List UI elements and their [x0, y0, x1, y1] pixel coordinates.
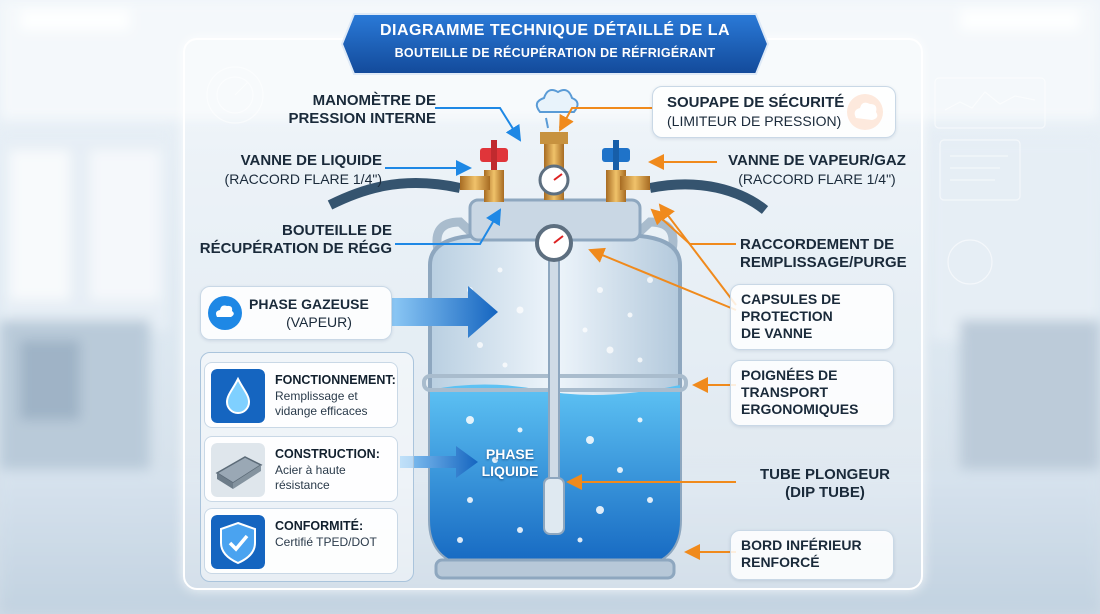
steel-plate-icon [211, 443, 265, 497]
shield-check-icon [211, 515, 265, 569]
label-pressure-gauge: MANOMÈTRE DE PRESSION INTERNE [288, 92, 436, 127]
liquid-phase-arrow [400, 446, 478, 478]
feature-fonctionnement: FONCTIONNEMENT: Remplissage et vidange e… [204, 362, 398, 428]
label-fill-purge: RACCORDEMENT DE REMPLISSAGE/PURGE [740, 236, 907, 271]
banner-shape [340, 13, 770, 75]
gas-cloud-icon [208, 296, 242, 330]
feature-construction: CONSTRUCTION: Acier à haute résistance [204, 436, 398, 502]
right-carry-handle [631, 217, 678, 251]
safety-valve-box: SOUPAPE DE SÉCURITÉ (LIMITEUR DE PRESSIO… [652, 86, 896, 138]
steam-cloud-icon [535, 89, 579, 113]
title-banner: DIAGRAMME TECHNIQUE DÉTAILLÉ DE LA BOUTE… [340, 12, 770, 76]
bottom-rim-box: BORD INFÉRIEUR RENFORCÉ [730, 530, 894, 580]
handles-box: POIGNÉES DE TRANSPORT ERGONOMIQUES [730, 360, 894, 426]
bubbles [457, 416, 653, 543]
label-dip-tube: TUBE PLONGEUR (DIP TUBE) [759, 466, 890, 501]
liquid-hose [327, 178, 462, 210]
water-drop-icon [211, 369, 265, 423]
liquid-phase-label: PHASE LIQUIDE [481, 446, 539, 479]
feature-conformite: CONFORMITÉ: Certifié TPED/DOT [204, 508, 398, 574]
title-line-1: DIAGRAMME TECHNIQUE DÉTAILLÉ DE LA [379, 22, 731, 39]
reinforced-bottom-rim [434, 558, 676, 580]
gas-phase-box: PHASE GAZEUSE (VAPEUR) [200, 286, 392, 340]
label-recovery-bottle: BOUTEILLE DE RÉCUPÉRATION DE RÉGG [199, 222, 392, 257]
label-liquid-valve: VANNE DE LIQUIDE (RACCORD FLARE 1/4") [224, 152, 382, 187]
title-line-2: BOUTEILLE DE RÉCUPÉRATION DE RÉFRIGÉRANT [394, 46, 716, 60]
label-vapor-valve: VANNE DE VAPEUR/GAZ (RACCORD FLARE 1/4") [728, 152, 906, 187]
vapor-hose [649, 179, 769, 214]
valve-caps-box: CAPSULES DE PROTECTION DE VANNE [730, 284, 894, 350]
gas-phase-arrow [392, 286, 498, 338]
